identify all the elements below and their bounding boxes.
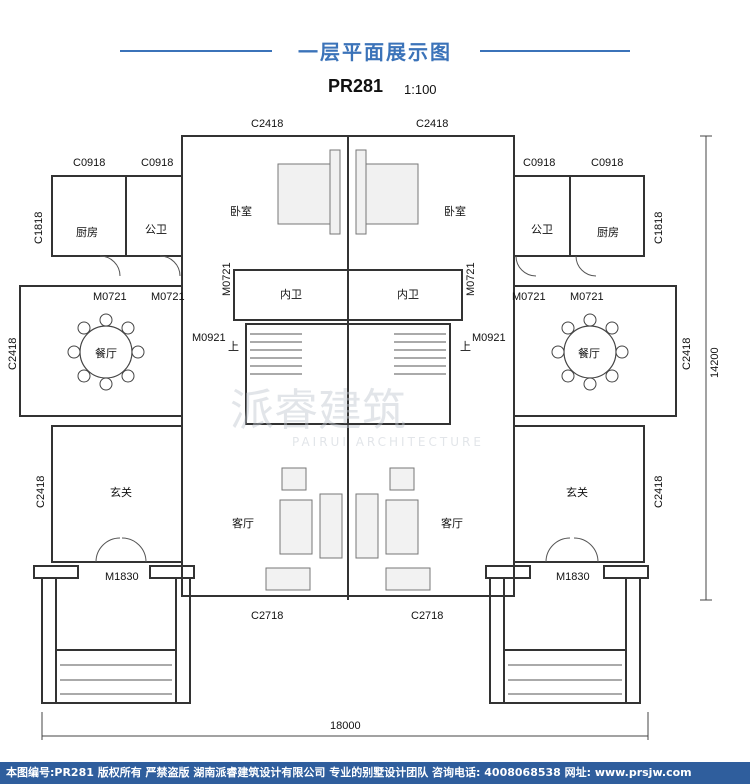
title-rule-right [480,50,630,52]
stair-treads [60,333,622,695]
label-c2418-top-right: C2418 [416,118,448,130]
coffee-table-left [279,499,313,555]
right-dining-wall [513,285,677,417]
room-foyer-right: 玄关 [566,485,588,499]
left-service-block [51,175,183,257]
page-title: 一层平面展示图 [298,40,452,64]
label-m0921-left: M0921 [192,332,226,344]
room-living-right: 客厅 [441,516,463,530]
stair-up-left: 上 [228,340,239,353]
porch-steps-right [503,649,627,704]
porch-steps-left [55,649,177,704]
room-bedroom-left: 卧室 [230,204,252,218]
label-c0918-3: C0918 [523,157,555,169]
label-c2418-dining-right: C2418 [681,338,693,370]
plan-scale: 1:100 [404,82,437,97]
inner-wc-right-wall [347,269,463,321]
label-c2418-top-left: C2418 [251,118,283,130]
room-foyer-left: 玄关 [110,485,132,499]
label-m0721-vertical-left: M0721 [221,262,233,296]
coffee-table-right [385,499,419,555]
walls [19,135,677,704]
room-inner-wc-right: 内卫 [397,287,419,301]
room-public-wc-left: 公卫 [145,223,167,236]
label-c2718-left: C2718 [251,610,283,622]
dimension-total-width: 18000 [330,720,361,732]
right-foyer-wall [513,425,645,563]
label-m1830-left: M1830 [105,571,139,583]
label-m0721-2: M0721 [151,291,185,303]
label-m0721-vertical-right: M0721 [465,262,477,296]
label-m0721-3: M0721 [512,291,546,303]
room-kitchen-right: 厨房 [597,226,619,239]
watermark-cn: 派睿建筑 [230,385,406,436]
label-m0921-right: M0921 [472,332,506,344]
plan-code: PR281 [328,76,384,96]
room-living-left: 客厅 [232,516,254,530]
title-rule-left [120,50,272,52]
label-m0721-4: M0721 [570,291,604,303]
room-public-wc-right: 公卫 [531,223,553,236]
dining-chairs [67,313,629,391]
label-m0721-1: M0721 [93,291,127,303]
label-c2718-right: C2718 [411,610,443,622]
label-c0918-2: C0918 [141,157,173,169]
door-m1830-left [95,537,121,563]
right-service-block [513,175,645,257]
room-dining-right: 餐厅 [578,346,600,360]
footer-banner: 本图编号:PR281 版权所有 严禁盗版 湖南派睿建筑设计有限公司 专业的别墅设… [0,762,750,784]
header: 一层平面展示图 PR281 1:100 [0,0,750,110]
label-c2418-foyer-right: C2418 [653,476,665,508]
label-m1830-right: M1830 [556,571,590,583]
room-inner-wc-left: 内卫 [280,287,302,301]
watermark-en: PAIRUI ARCHITECTURE [292,435,484,449]
room-dining-left: 餐厅 [95,346,117,360]
label-c0918-1: C0918 [73,157,105,169]
dimension-lines [41,135,712,740]
door-m1830-right [545,537,571,563]
room-kitchen-left: 厨房 [76,226,98,239]
footer-text: 本图编号:PR281 版权所有 严禁盗版 湖南派睿建筑设计有限公司 专业的别墅设… [6,766,692,779]
left-foyer-wall [51,425,183,563]
stair-right [347,323,451,425]
sofa-left [319,493,343,559]
label-c2418-foyer-left: C2418 [35,476,47,508]
room-bedroom-right: 卧室 [444,204,466,218]
left-dining-wall [19,285,183,417]
label-c1818-right: C1818 [653,212,665,244]
label-c0918-4: C0918 [591,157,623,169]
dimension-total-depth: 14200 [709,347,721,378]
floor-plan: 派睿建筑 PAIRUI ARCHITECTURE 卧室 卧室 厨房 厨房 公卫 … [7,118,721,740]
stair-up-right: 上 [460,340,471,353]
label-c1818-left: C1818 [33,212,45,244]
sofa-right [355,493,379,559]
label-c2418-dining-left: C2418 [7,338,19,370]
